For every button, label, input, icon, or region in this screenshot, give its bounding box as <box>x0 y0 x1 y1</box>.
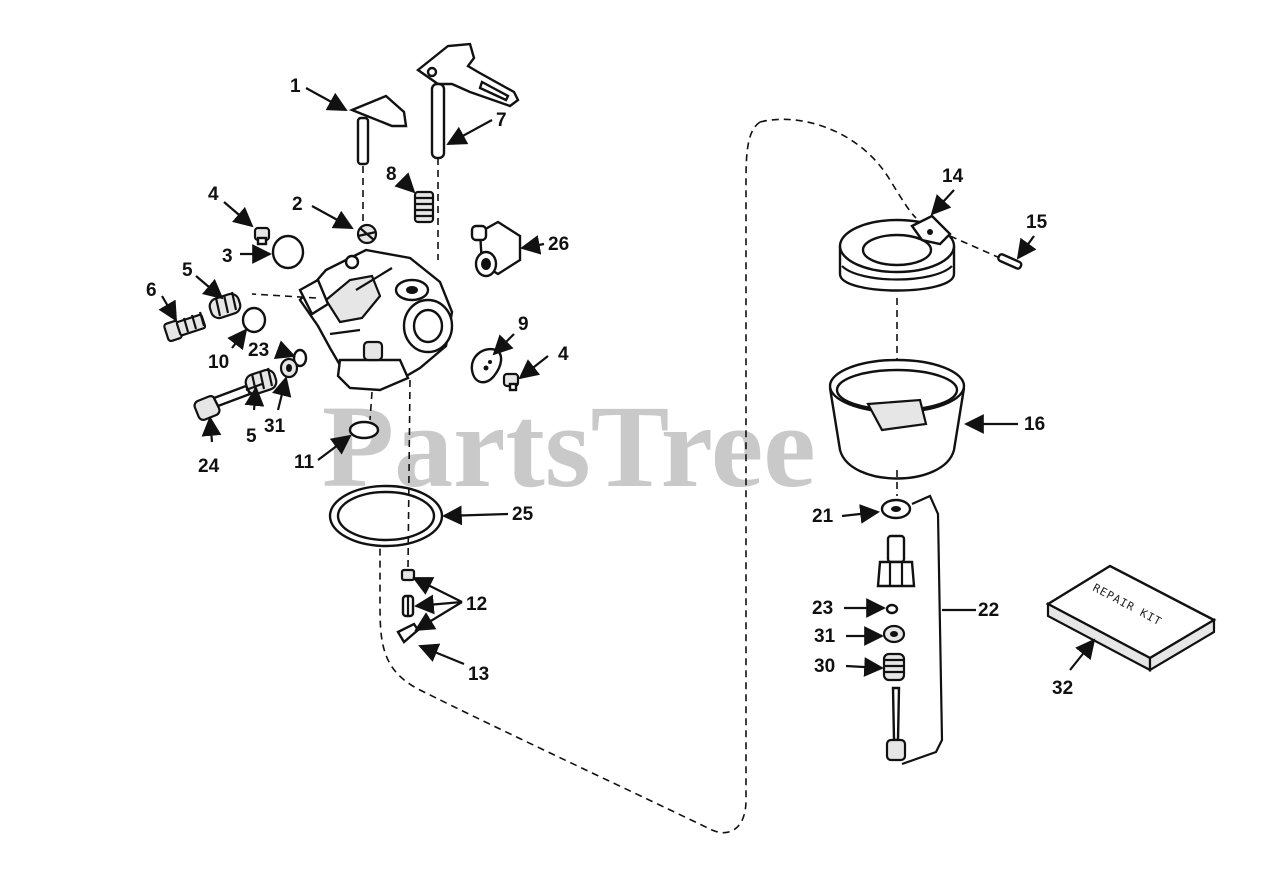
callout-2: 2 <box>292 194 303 215</box>
bowl-nut <box>876 534 916 588</box>
part-7-throttle-shaft <box>415 42 520 260</box>
part-14-float <box>838 214 1001 292</box>
dashed-assembly-guide <box>379 118 917 834</box>
callout-4-left: 4 <box>208 184 219 205</box>
part-4-screw-right <box>502 372 520 392</box>
callout-31-left: 31 <box>264 416 286 437</box>
part-32-repair-kit: REPAIR KIT <box>1045 564 1217 672</box>
part-9-throttle-plate <box>470 347 503 384</box>
callout-11: 11 <box>294 452 315 473</box>
callout-7: 7 <box>496 110 507 131</box>
part-31-washer-right <box>882 624 906 644</box>
callout-21: 21 <box>812 506 834 527</box>
callout-1: 1 <box>290 76 301 97</box>
part-21-washer <box>880 498 912 520</box>
callout-31-right: 31 <box>814 626 836 647</box>
part-1-choke-lever <box>348 94 408 226</box>
part-8-spring <box>413 190 435 224</box>
part-16-float-bowl <box>828 358 966 480</box>
part-26-fuel-fitting <box>470 220 522 278</box>
part-30-spring <box>882 652 906 682</box>
part-23-washer-right <box>885 603 899 615</box>
callout-23-left: 23 <box>248 340 269 361</box>
part-2-choke-spring <box>356 223 378 245</box>
callout-9: 9 <box>518 314 529 335</box>
callout-10: 10 <box>208 352 229 373</box>
callout-23-right: 23 <box>812 598 833 619</box>
callout-4-right: 4 <box>558 344 569 365</box>
callout-22: 22 <box>978 600 999 621</box>
part-11-o-ring <box>348 420 380 440</box>
callout-25: 25 <box>512 504 534 525</box>
callout-14: 14 <box>942 166 964 187</box>
part-10-o-ring <box>241 306 267 334</box>
part-3-choke-plate <box>271 234 305 270</box>
callout-6: 6 <box>146 280 157 301</box>
callout-16: 16 <box>1024 414 1045 435</box>
callout-30: 30 <box>814 656 835 677</box>
callout-5-lower: 5 <box>246 426 257 447</box>
callout-13: 13 <box>468 664 489 685</box>
part-15-float-pin <box>997 253 1023 270</box>
part-5-spring-upper <box>208 291 242 320</box>
callout-12: 12 <box>466 594 487 615</box>
callout-arrows <box>158 87 1096 677</box>
callout-15: 15 <box>1026 212 1048 233</box>
part-31-washer-left <box>279 357 299 379</box>
callout-26: 26 <box>548 234 569 255</box>
part-4-screw-left <box>253 226 271 246</box>
part-22-bracket <box>901 494 944 766</box>
callout-24: 24 <box>198 456 220 477</box>
callout-8: 8 <box>386 164 397 185</box>
callout-5-upper: 5 <box>182 260 193 281</box>
callout-numbers: 1 2 3 4 4 5 5 6 7 8 9 10 11 12 13 14 15 … <box>146 76 1073 699</box>
callout-32: 32 <box>1052 678 1073 699</box>
part-6-idle-screw <box>163 311 207 343</box>
carburetor-body <box>251 248 454 392</box>
callout-3: 3 <box>222 246 233 267</box>
main-adjust-needle <box>885 686 907 762</box>
part-13-clip <box>396 622 420 644</box>
dashed-guide-needle <box>407 379 411 569</box>
part-12-needle-and-seat <box>400 568 416 618</box>
part-25-bowl-gasket <box>328 484 444 548</box>
